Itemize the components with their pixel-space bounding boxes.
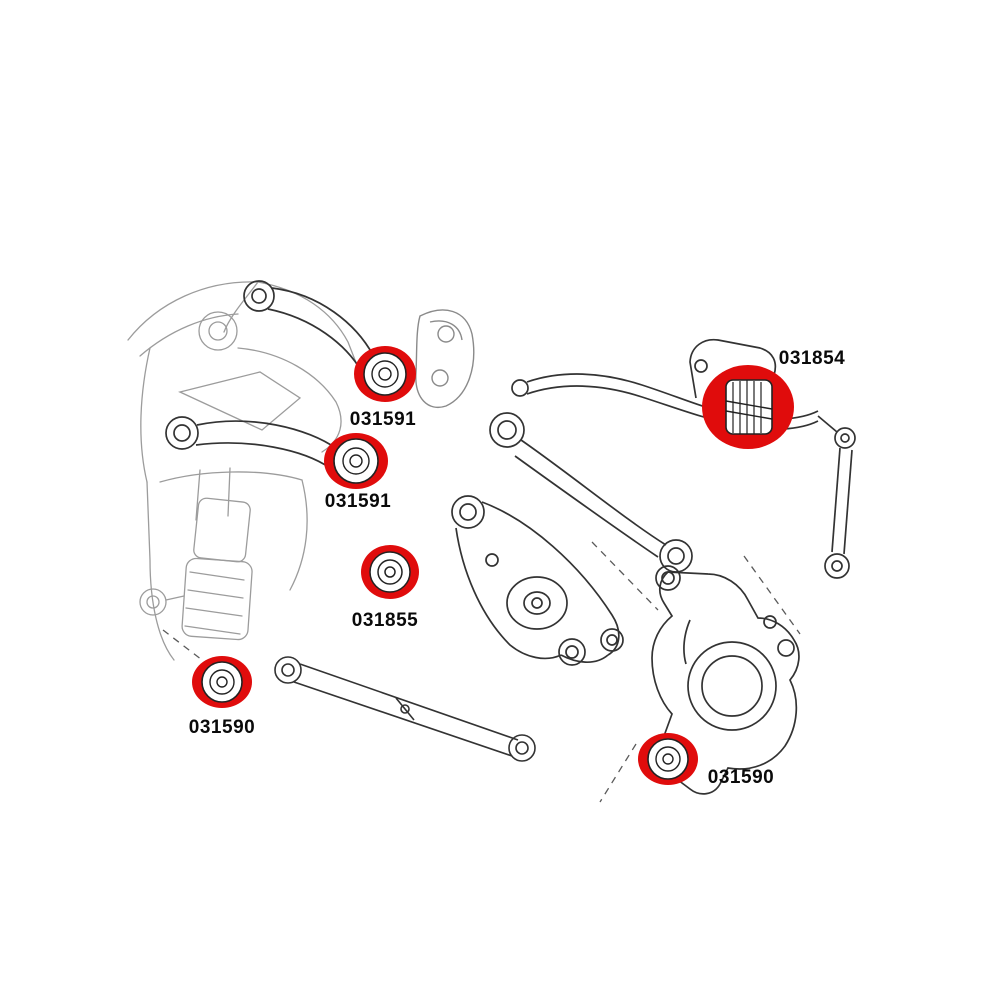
- bushing-highlight-031855: [361, 545, 419, 599]
- bushing-highlight-031590-right: [638, 733, 698, 785]
- bushing-highlight-031591-top: [354, 346, 416, 402]
- trailing-rod: [274, 656, 536, 762]
- part-label-031591-top: 031591: [349, 409, 417, 430]
- part-label-031590-left: 031590: [188, 717, 256, 738]
- upper-control-arm-front: [243, 280, 374, 373]
- wheel-knuckle: [651, 565, 800, 795]
- bushing-detail: [377, 559, 403, 585]
- body-mount-bracket: [415, 309, 475, 408]
- part-label-031855: 031855: [351, 610, 419, 631]
- bushing-detail: [384, 566, 396, 578]
- stabilizer-bar: [511, 338, 856, 579]
- upper-control-arm-rear: [165, 416, 338, 469]
- toe-arm: [489, 412, 693, 573]
- part-label-031591-bottom: 031591: [324, 491, 392, 512]
- assembly-dashed-lines: [162, 541, 801, 803]
- car-body-sketch: [127, 281, 363, 661]
- lower-control-arm: [451, 495, 624, 666]
- bushing-highlight-031854: [702, 365, 794, 449]
- bushing-highlight-031590-left: [192, 656, 252, 708]
- end-link-stud: [817, 415, 838, 433]
- part-label-031590-right: 031590: [707, 767, 775, 788]
- part-label-031854: 031854: [778, 348, 846, 369]
- bushing-highlight-031591-bottom: [324, 433, 388, 489]
- stabilizer-bracket: [689, 338, 777, 401]
